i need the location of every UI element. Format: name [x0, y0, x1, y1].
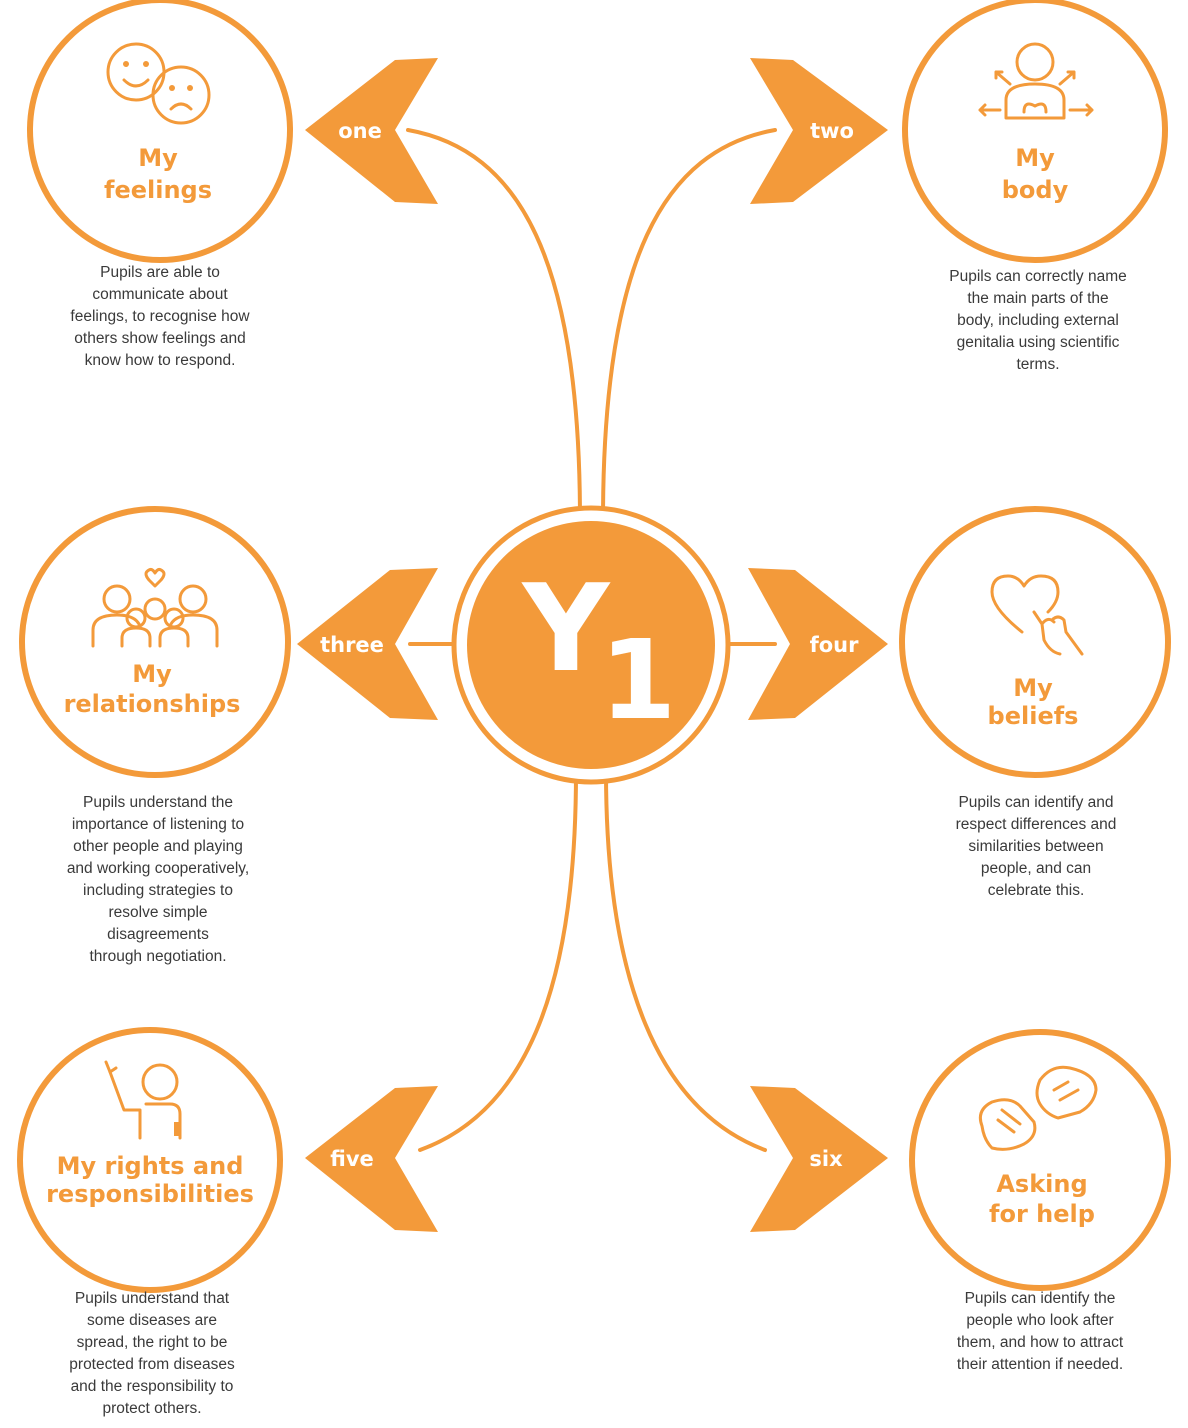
topic-title-line-2: body [1002, 176, 1069, 204]
topic-four-circle: My beliefs [899, 506, 1171, 778]
topic-title-line-1: Asking [996, 1170, 1087, 1198]
heart-hand-icon [990, 574, 1084, 656]
hub-number: 1 [600, 616, 677, 744]
happy-sad-faces-icon [106, 42, 211, 125]
connector-one [406, 128, 582, 522]
year-one-hub: Y 1 [451, 505, 731, 785]
connector-six [604, 770, 767, 1152]
topic-title-line-2: relationships [64, 690, 241, 718]
topic-five-description: Pupils understand that some diseases are… [69, 1290, 235, 1417]
topic-title-line-2: beliefs [988, 702, 1079, 730]
topic-title-line-1: My [1015, 144, 1055, 172]
topic-title-line-1: My [1013, 674, 1053, 702]
arrow-three: three [297, 568, 438, 720]
topic-five-circle: My rights and responsibilities [17, 1027, 283, 1293]
topic-title-line-1: My [132, 660, 172, 688]
arrow-label-five: five [330, 1147, 374, 1171]
helping-hands-icon [978, 1065, 1098, 1151]
topic-two-description: Pupils can correctly name the main parts… [949, 268, 1127, 373]
topic-six-description: Pupils can identify the people who look … [956, 1290, 1124, 1373]
topic-title-line-2: responsibilities [46, 1180, 254, 1208]
arrow-label-four: four [810, 633, 860, 657]
connector-five [418, 770, 578, 1152]
topic-title-line-1: My rights and [57, 1152, 244, 1180]
arrow-two: two [750, 58, 888, 204]
topic-four-description: Pupils can identify and respect differen… [955, 794, 1117, 899]
arrow-six: six [750, 1086, 888, 1232]
arrow-label-two: two [810, 119, 854, 143]
connector-lines [406, 128, 777, 1152]
topic-two-circle: My body [902, 0, 1168, 263]
body-awareness-icon [978, 42, 1094, 120]
topic-one-circle: My feelings [27, 0, 293, 263]
topic-six-circle: Asking for help [909, 1029, 1171, 1291]
raised-hand-person-icon [104, 1060, 182, 1140]
family-group-icon [91, 567, 219, 648]
topic-title-line-2: feelings [104, 176, 212, 204]
hub-letter: Y [521, 560, 612, 699]
topic-one-description: Pupils are able to communicate about fee… [70, 264, 250, 369]
connector-two [601, 128, 777, 522]
arrow-label-six: six [809, 1147, 843, 1171]
topic-title-line-1: My [138, 144, 178, 172]
topic-title-line-2: for help [989, 1200, 1095, 1228]
arrow-one: one [305, 58, 438, 204]
arrow-label-three: three [320, 633, 384, 657]
arrow-four: four [748, 568, 888, 720]
topic-three-description: Pupils understand the importance of list… [66, 794, 250, 965]
arrow-five: five [305, 1086, 438, 1232]
topic-three-circle: My relationships [19, 506, 291, 778]
arrow-label-one: one [338, 119, 382, 143]
